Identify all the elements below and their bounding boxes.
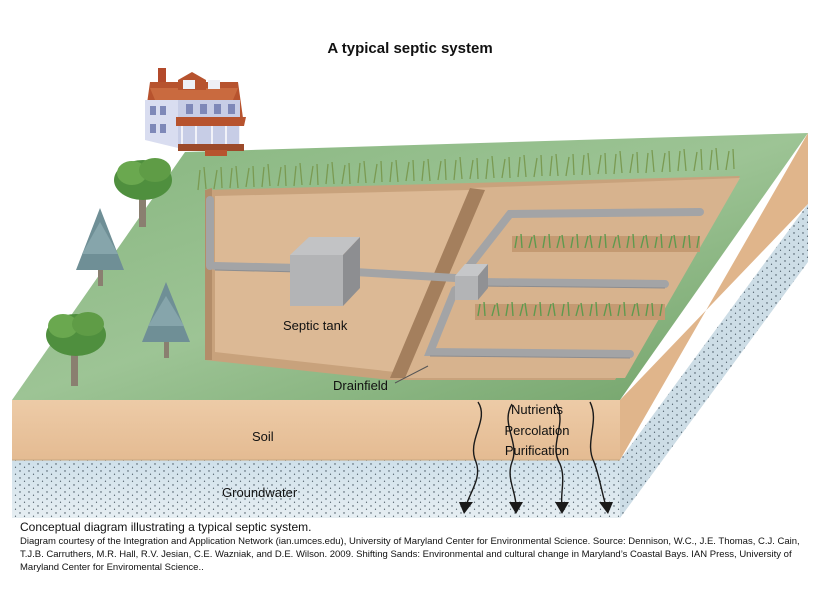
drainfield-grass-strips — [477, 233, 700, 317]
diagram-title: A typical septic system — [327, 40, 492, 57]
deciduous-tree-icon — [114, 158, 172, 227]
percolation-label: Percolation — [504, 423, 569, 438]
soil-layer — [12, 400, 620, 460]
soil-side-face — [620, 133, 808, 460]
distribution-box — [455, 264, 488, 300]
outlet-pipes — [206, 196, 704, 358]
caption-main: Conceptual diagram illustrating a typica… — [20, 520, 312, 534]
drainfield-label: Drainfield — [333, 378, 388, 393]
conifer-tree-icon — [142, 282, 190, 358]
house-icon — [145, 68, 246, 156]
caption-credit: Diagram courtesy of the Integration and … — [20, 536, 800, 573]
conifer-tree-icon — [76, 208, 124, 286]
purification-label: Purification — [505, 443, 569, 458]
groundwater-label: Groundwater — [222, 485, 298, 500]
deciduous-tree-icon — [46, 312, 106, 386]
drainfield-pointer — [394, 365, 429, 384]
figure-caption: Conceptual diagram illustrating a typica… — [20, 520, 820, 574]
tall-grass-row — [197, 147, 735, 191]
septic-tank-label: Septic tank — [283, 318, 348, 333]
septic-tank — [290, 237, 360, 306]
nutrients-label: Nutrients — [511, 402, 564, 417]
arrowhead-icon — [459, 502, 613, 514]
soil-label: Soil — [252, 429, 274, 444]
percolation-arrows — [465, 401, 607, 507]
